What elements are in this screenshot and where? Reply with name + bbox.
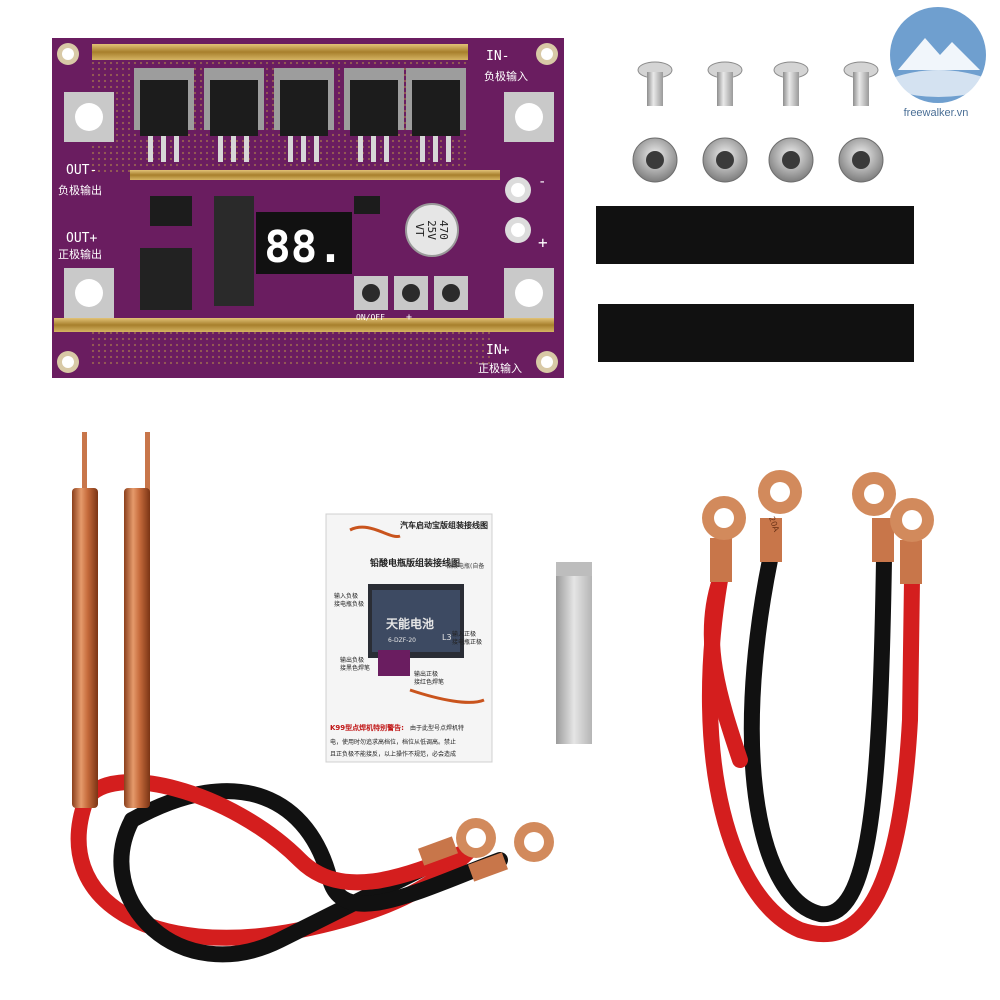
capacitor-label-3: VT (413, 223, 426, 237)
battery-cables: 20A (701, 470, 934, 942)
manual-warning-1: 由于此型号点焊机特 (410, 724, 464, 732)
label-out-pos-cn: 正极输出 (58, 247, 102, 261)
screws (637, 61, 879, 106)
nickel-strip (556, 562, 592, 744)
top-busbar (92, 44, 468, 60)
ring-terminal-icon (468, 822, 554, 882)
heat-shrink-tube (596, 206, 914, 264)
tactile-buttons (354, 276, 468, 310)
screw-icon (637, 61, 673, 106)
capacitor: 470 25V VT (405, 203, 459, 257)
screw-icon (707, 61, 743, 106)
label-out-neg-cn: 负极输出 (58, 183, 102, 197)
spot-welder-pcb: 88. 470 25V VT IN- 负极输入 OUT- 负极输出 OUT+ 正… (52, 38, 564, 378)
label-in-pos: IN+ (486, 343, 510, 358)
ic-chip (214, 196, 254, 306)
ring-terminal-icon (890, 498, 934, 584)
nut-icon (632, 137, 678, 183)
watermark: freewalker.vn (890, 7, 986, 119)
manual-warning-2: 电，使用时勿追求高档位，档位从低调高。禁止 (330, 738, 456, 746)
capacitor-label-2: 25V (425, 220, 438, 240)
ring-terminal-icon: 20A (758, 470, 802, 562)
nuts (632, 137, 884, 183)
nut-icon (768, 137, 814, 183)
manual-label-in-neg2: 接电瓶负极 (334, 600, 364, 608)
black-cable (743, 552, 892, 923)
heat-shrink-tube (598, 304, 914, 362)
manual-label-out-neg: 输出负极 (340, 656, 364, 664)
ring-terminal-icon (418, 818, 496, 866)
manual-side-note: 铅酸电瓶(自备 (446, 562, 484, 570)
battery-brand: 天能电池 (386, 616, 434, 631)
nut-icon (838, 137, 884, 183)
manual-label-out-pos: 输出正极 (414, 670, 438, 678)
welding-pens (70, 432, 554, 963)
label-out-neg: OUT- (66, 163, 97, 178)
label-on-off: ON/OFF (356, 313, 385, 322)
label-out-pos: OUT+ (66, 231, 97, 246)
welding-pen-black (124, 488, 150, 808)
battery-model: 6-DZF-20 (388, 637, 416, 644)
manual-label-in-pos2: 接电瓶正极 (452, 638, 482, 646)
seven-segment-display: 88. (256, 212, 352, 274)
manual-label-in-pos: 输入正极 (452, 630, 476, 638)
manual-warning-3: 且正负极不能接反，以上操作不规范，必会造成 (330, 750, 456, 758)
mini-board-illustration (378, 650, 410, 676)
bottom-busbar (54, 318, 554, 332)
red-cable (701, 572, 920, 942)
screw-icon (773, 61, 809, 106)
label-plus-terminal: + (538, 233, 548, 252)
buzzer (140, 248, 192, 310)
welding-pen-red (72, 488, 98, 808)
manual-title-top: 汽车启动宝版组装接线图 (400, 520, 488, 530)
nut-icon (702, 137, 748, 183)
ic-chip (150, 196, 192, 226)
battery-side: L3 (442, 633, 452, 642)
ring-terminal-icon (852, 472, 896, 562)
middle-busbar (130, 170, 500, 180)
label-in-neg-cn: 负极输入 (484, 69, 528, 83)
display-digits: 88. (264, 222, 343, 273)
label-in-neg: IN- (486, 49, 509, 64)
instruction-manual: 汽车启动宝版组装接线图 铅酸电瓶版组装接线图 铅酸电瓶(自备 天能电池 6-DZ… (325, 513, 493, 763)
manual-label-out-pos2: 接红色焊笔 (414, 678, 444, 686)
manual-title-main: 铅酸电瓶版组装接线图 (370, 557, 460, 569)
manual-label-in-neg: 输入负极 (334, 592, 358, 600)
manual-label-out-neg2: 接黑色焊笔 (340, 664, 370, 672)
label-minus-terminal: - (538, 174, 546, 190)
label-plus-button: + (406, 312, 412, 323)
mosfet-row (134, 68, 466, 162)
manual-warning-title: K99型点焊机特别警告: (330, 723, 404, 732)
label-in-pos-cn: 正极输入 (478, 361, 522, 375)
mounting-holes (57, 43, 558, 373)
screw-icon (843, 61, 879, 106)
ring-terminal-icon (702, 496, 746, 582)
capacitor-label-1: 470 (437, 220, 450, 240)
terminal-pads (64, 92, 554, 318)
watermark-text: freewalker.vn (904, 107, 969, 119)
